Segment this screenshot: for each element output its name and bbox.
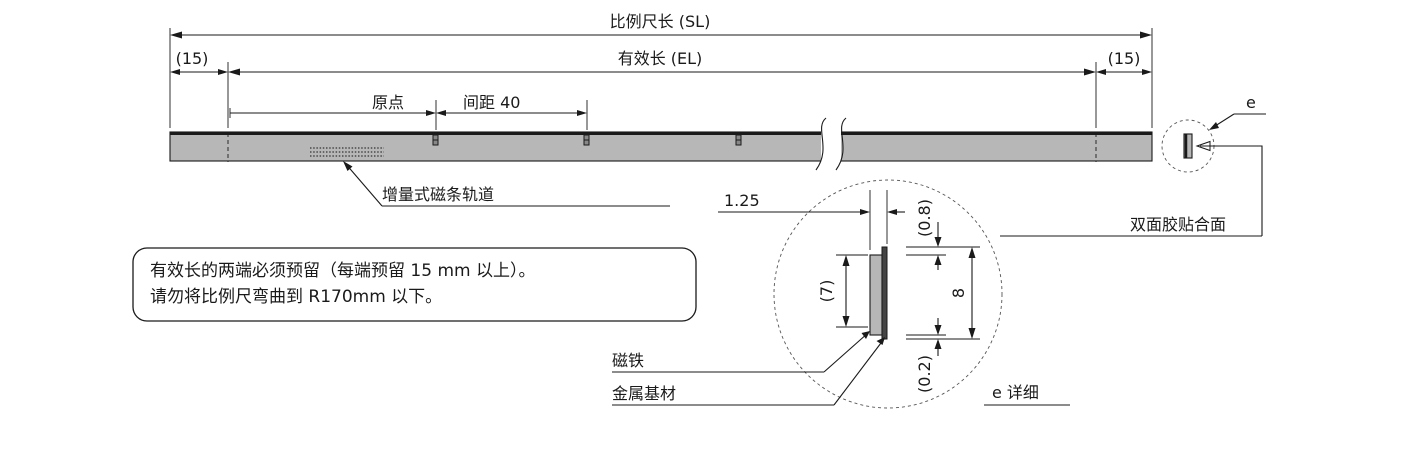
track-label: 增量式磁条轨道 xyxy=(382,185,494,204)
base-label: 金属基材 xyxy=(612,384,676,403)
detail-tag-e: e xyxy=(1246,93,1256,112)
note-box: 有效长的两端必须预留（每端预留 15 mm 以上）。 请勿将比例尺弯曲到 R17… xyxy=(132,247,697,322)
note-line-1: 有效长的两端必须预留（每端预留 15 mm 以上）。 xyxy=(150,261,535,281)
track-leader: 增量式磁条轨道 xyxy=(343,161,670,207)
detail-title: e 详细 xyxy=(992,383,1039,402)
dim-gap-bottom: (0.2) xyxy=(915,355,934,393)
dim-thickness: 1.25 xyxy=(724,191,760,210)
dim-magnet-height: (7) xyxy=(817,280,836,303)
margin-right-label: (15) xyxy=(1108,49,1141,68)
origin-pitch-dimension: 原点 间距 40 xyxy=(229,93,588,130)
effective-length-label: 有效长 (EL) xyxy=(618,49,703,68)
dim-gap-top: (0.8) xyxy=(915,199,934,237)
origin-label: 原点 xyxy=(372,93,404,112)
scale-length-dimension: 比例尺长 (SL) xyxy=(169,12,1153,128)
origin-mark xyxy=(432,134,439,146)
margin-left-label: (15) xyxy=(176,49,209,68)
track-pattern xyxy=(310,147,384,157)
magnet xyxy=(869,254,883,336)
scale-length-label: 比例尺长 (SL) xyxy=(610,12,711,31)
magnet-label: 磁铁 xyxy=(612,351,644,370)
dim-overall-height: 8 xyxy=(949,288,968,298)
detail-view: 1.25 (7) 8 (0.8) (0.2) 磁铁 xyxy=(612,179,1070,409)
note-line-2: 请勿将比例尺弯曲到 R170mm 以下。 xyxy=(150,287,442,307)
scale-body xyxy=(169,117,1153,172)
detail-callout-small: e 双面胶贴合面 xyxy=(1000,93,1266,237)
reference-mark xyxy=(735,134,742,146)
pitch-label: 间距 40 xyxy=(463,93,520,112)
effective-length-dimension: 有效长 (EL) (15) (15) xyxy=(170,49,1152,128)
adhesive-label: 双面胶贴合面 xyxy=(1130,215,1226,234)
metal-base xyxy=(881,246,888,340)
reference-mark xyxy=(583,134,590,146)
